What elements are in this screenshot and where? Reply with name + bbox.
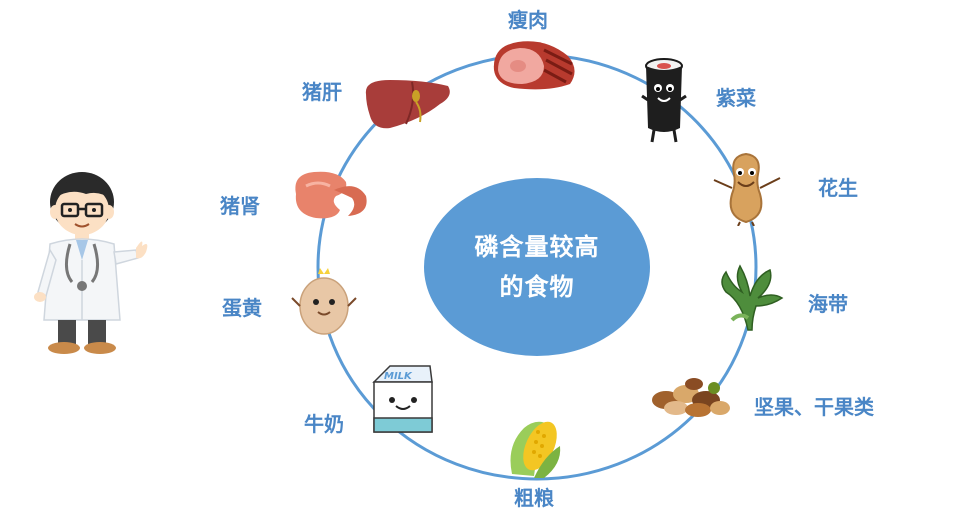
food-label-nuts: 坚果、干果类 (754, 395, 874, 419)
seaweed-roll-icon (641, 58, 687, 143)
milk-carton-icon: MILK (372, 365, 433, 433)
food-label-laver: 紫菜 (716, 86, 756, 110)
center-line-1: 磷含量较高 (474, 233, 600, 261)
milk-carton-text: MILK (384, 371, 413, 382)
ham-icon (493, 41, 575, 90)
kidney-icon (295, 171, 367, 219)
corn-icon (510, 421, 561, 478)
nuts-icon (652, 378, 730, 417)
food-label-peanut: 花生 (818, 176, 858, 200)
food-label-milk: 牛奶 (304, 412, 344, 436)
egg-icon (291, 268, 357, 335)
food-label-liver: 猪肝 (302, 80, 342, 104)
liver-icon (365, 80, 450, 129)
center-topic: 磷含量较高 的食物 (424, 178, 650, 356)
food-label-kelp: 海带 (808, 292, 848, 316)
food-label-lean-meat: 瘦肉 (508, 8, 548, 32)
peanut-icon (713, 152, 781, 226)
food-label-yolk: 蛋黄 (222, 296, 262, 320)
food-label-coarse-grain: 粗粮 (514, 486, 554, 510)
food-label-kidney: 猪肾 (220, 194, 260, 218)
center-line-2: 的食物 (499, 273, 575, 301)
doctor-icon (34, 172, 148, 354)
kelp-icon (721, 264, 784, 331)
